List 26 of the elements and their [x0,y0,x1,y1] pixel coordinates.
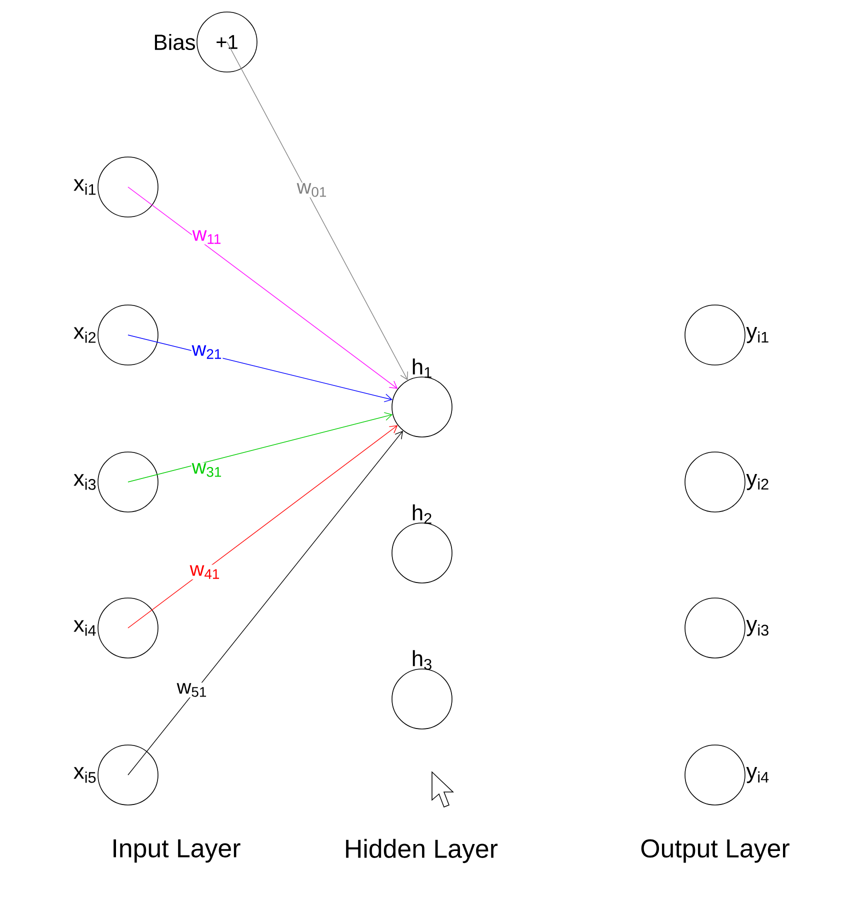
node-label: y$_{i3}$ [746,620,768,636]
arrow [128,430,404,776]
arrow [128,412,393,482]
node-label: Bias [154,34,195,50]
node-label: y$_{i2}$ [746,474,768,490]
edge-label: w$_{51}$ [176,683,206,697]
edge-label: w$_{41}$ [190,565,220,579]
layer-label: Output Layer [641,839,790,863]
layer-label: Hidden Layer [346,838,498,864]
arrow [128,334,392,402]
arrow [226,42,408,380]
arrow [128,186,398,389]
arrow [128,425,398,628]
edge-label: w$_{11}$ [192,230,220,244]
node-label: y$_{i1}$ [746,326,768,344]
edge-label: w$_{01}$ [296,183,326,197]
node-label: x$_{i5}$ [74,767,96,783]
node-label: x$_{i3}$ [74,474,96,490]
node-label: x$_{i4}$ [74,620,96,636]
edge-label: w$_{31}$ [192,463,222,477]
node-label: h$_{3}$ [412,650,432,670]
node-label: x$_{i2}$ [74,327,96,343]
node-label: y$_{i4}$ [746,766,769,784]
edge-label: w$_{21}$ [192,345,222,359]
layer-label: Input Layer [114,839,240,863]
node-label: x$_{i1}$ [74,179,96,195]
